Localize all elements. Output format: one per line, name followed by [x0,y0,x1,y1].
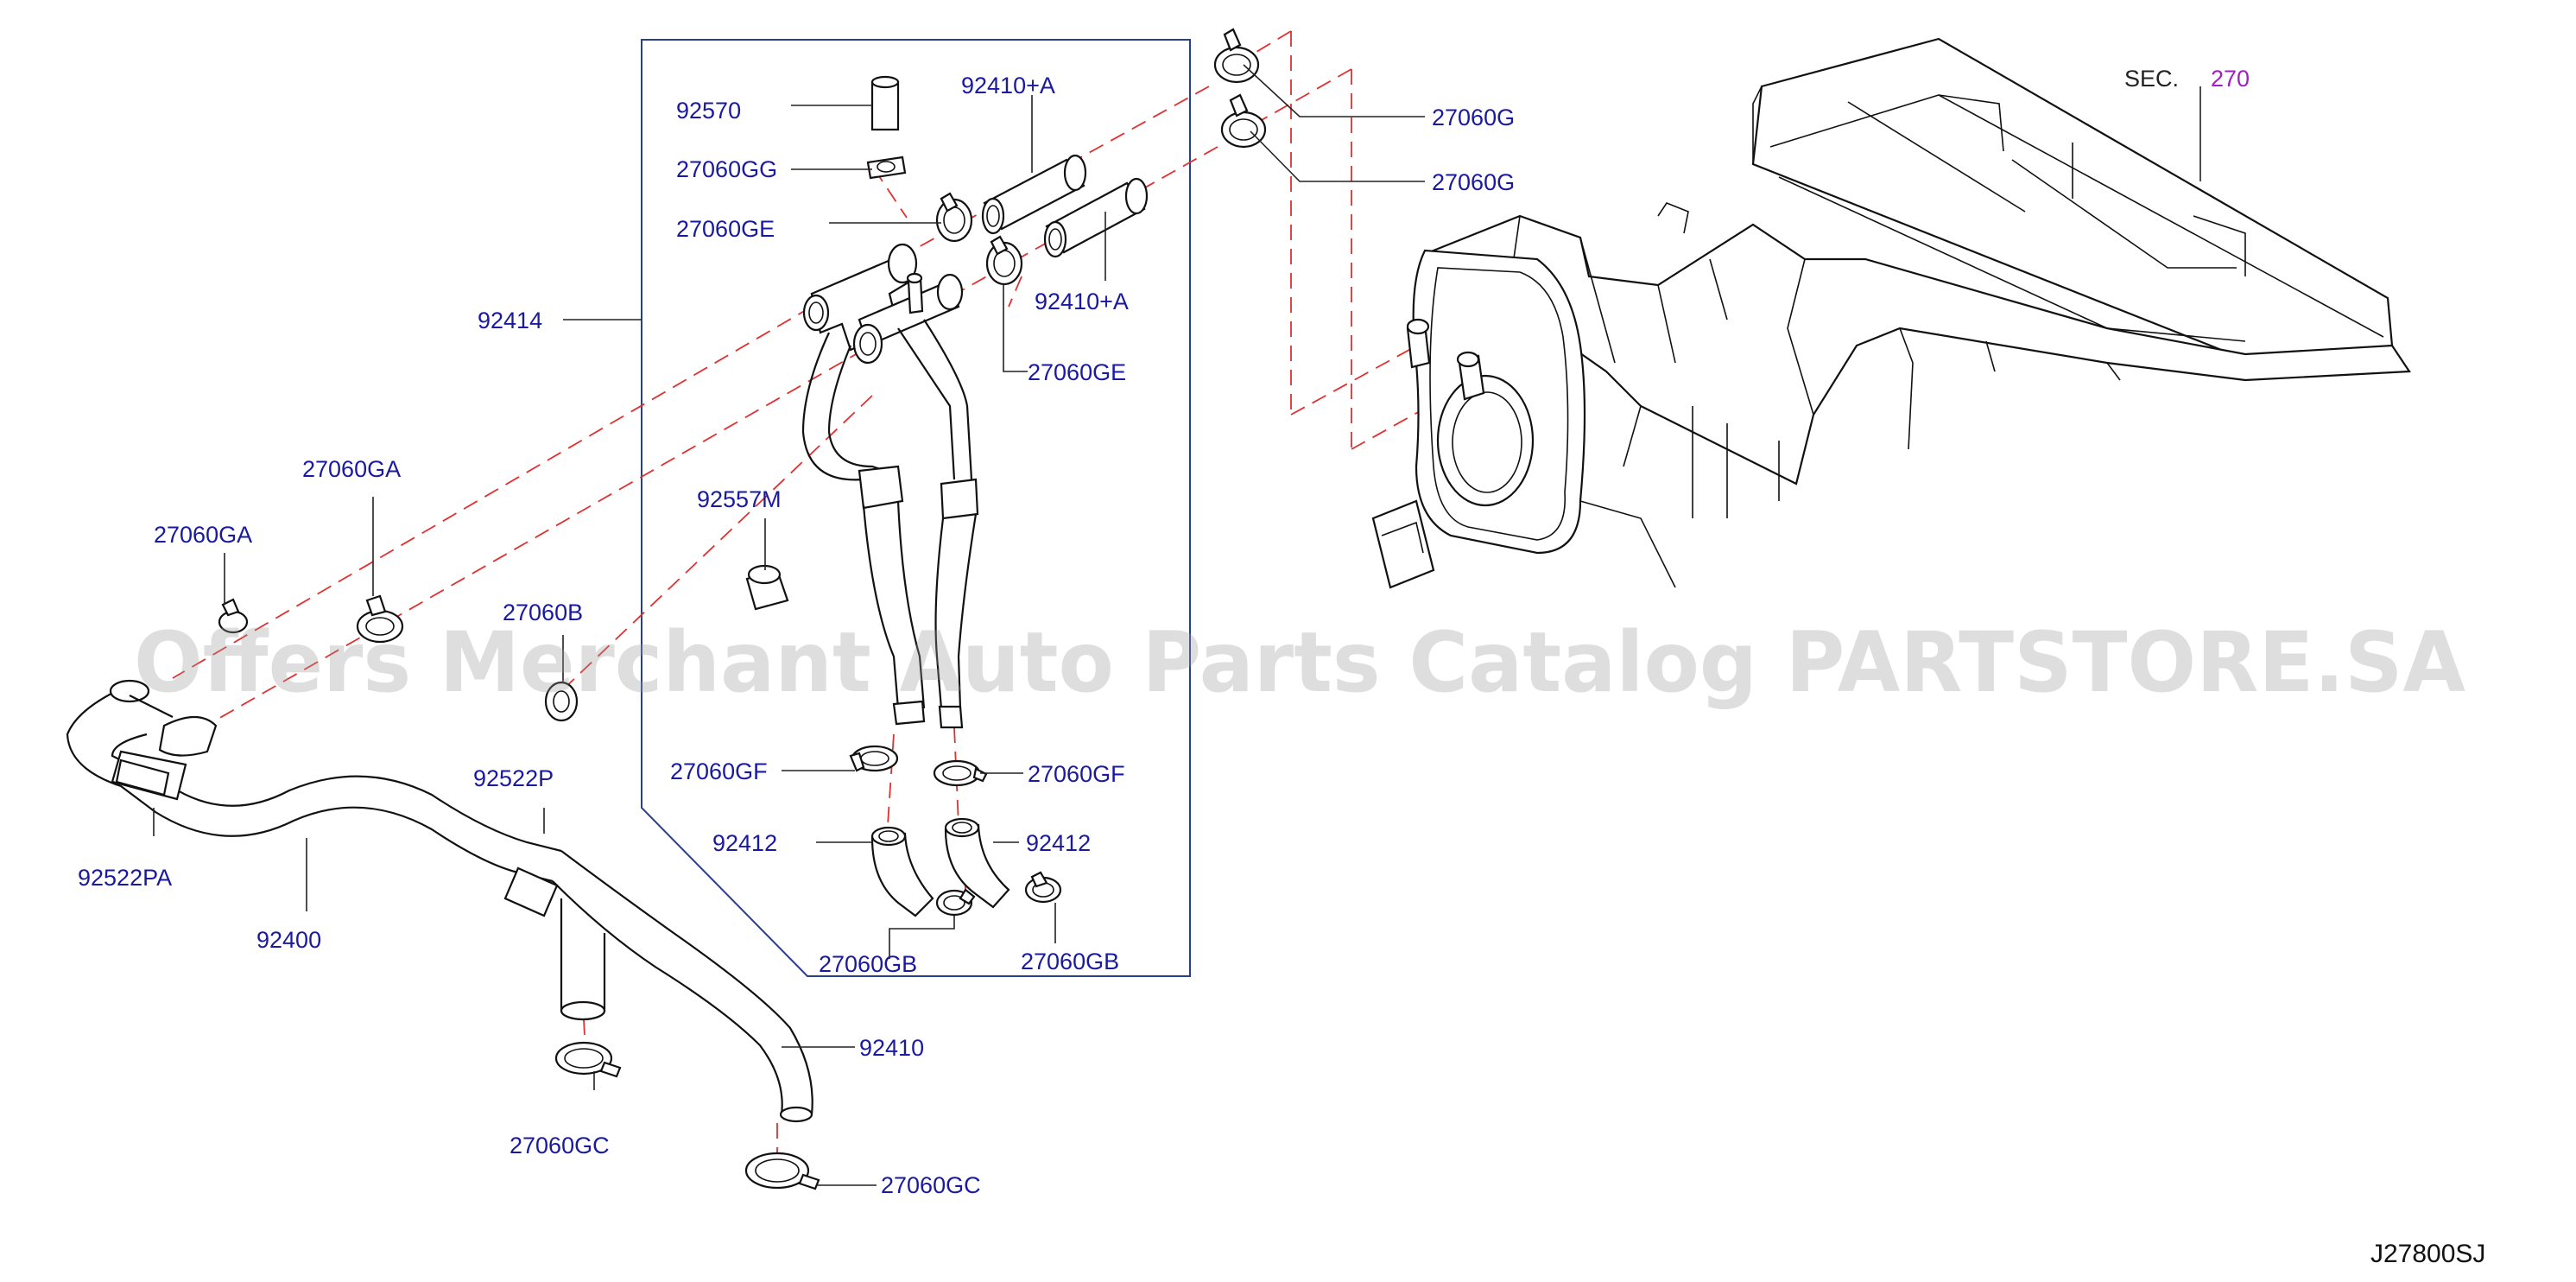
part-label-27060gc-bottom[interactable]: 27060GC [881,1172,981,1198]
clamp-27060gf-right [933,759,988,787]
hose-92412-right [944,817,1010,909]
part-label-92557m[interactable]: 92557M [697,486,782,512]
leader-lines [153,64,2201,1186]
subassembly-outline [641,39,1191,977]
part-label-27060gf-left[interactable]: 27060GF [670,758,768,784]
heater-pipe-assembly-92414 [801,243,979,729]
hose-92410a-lower [1043,177,1149,258]
clamp-27060ga-left [218,598,249,634]
part-label-92400[interactable]: 92400 [256,927,321,953]
intake-manifold-illustration [1371,37,2411,589]
grommet-92557m [745,564,789,611]
cap-92570 [870,75,900,131]
clamp-27060gb-left [935,888,976,917]
part-label-27060gb-left[interactable]: 27060GB [819,951,917,977]
part-label-92522pa[interactable]: 92522PA [78,865,172,891]
part-label-27060g-bottom[interactable]: 27060G [1432,169,1515,195]
clamp-92522pa [115,758,170,796]
part-label-92570[interactable]: 92570 [676,98,741,124]
clamp-27060g-top [1213,28,1260,84]
clamp-27060gg [866,155,907,180]
part-label-92414[interactable]: 92414 [478,308,542,333]
clamp-27060ge-right [985,235,1023,286]
hose-92410a-upper [981,154,1087,235]
part-label-27060ge-right[interactable]: 27060GE [1028,359,1126,385]
part-label-27060gf-right[interactable]: 27060GF [1028,761,1125,787]
part-label-27060ga-upper[interactable]: 27060GA [302,456,401,482]
clamp-27060ga-upper [356,594,404,644]
part-label-92412-left[interactable]: 92412 [712,830,777,856]
drawing-code: J27800SJ [2370,1240,2485,1268]
part-label-27060gb-right[interactable]: 27060GB [1021,949,1119,974]
part-label-92410a-top[interactable]: 92410+A [961,73,1055,98]
grommet-27060b [544,681,579,722]
part-label-27060g-top[interactable]: 27060G [1432,105,1515,130]
clamp-27060gc-bottom [744,1152,820,1190]
part-label-92410[interactable]: 92410 [859,1035,924,1061]
part-label-27060ge-left[interactable]: 27060GE [676,216,775,242]
clamp-27060g-bottom [1220,93,1267,149]
part-label-92410a-right[interactable]: 92410+A [1035,289,1129,314]
part-label-27060gg[interactable]: 27060GG [676,156,777,182]
hose-92412-left [870,826,934,917]
clamp-27060gb-right [1024,871,1062,904]
watermark: Offers Merchant Auto Parts Catalog PARTS… [134,614,2465,711]
assembly-guide-lines [172,30,1469,1153]
clamp-27060gf-left [849,745,899,772]
section-ref-number[interactable]: 270 [2211,66,2250,92]
part-label-27060b[interactable]: 27060B [503,600,583,625]
part-label-92522p[interactable]: 92522P [473,765,554,791]
part-label-27060gc-left[interactable]: 27060GC [510,1133,610,1158]
part-label-27060ga-left[interactable]: 27060GA [154,522,252,548]
clamp-27060gc-left [554,1041,622,1078]
clamp-27060ge-left [935,192,973,243]
hose-92410 [552,850,813,1123]
part-label-92412-right[interactable]: 92412 [1026,830,1091,856]
clamp-92522p [503,866,559,917]
section-ref-prefix: SEC. [2124,66,2179,92]
